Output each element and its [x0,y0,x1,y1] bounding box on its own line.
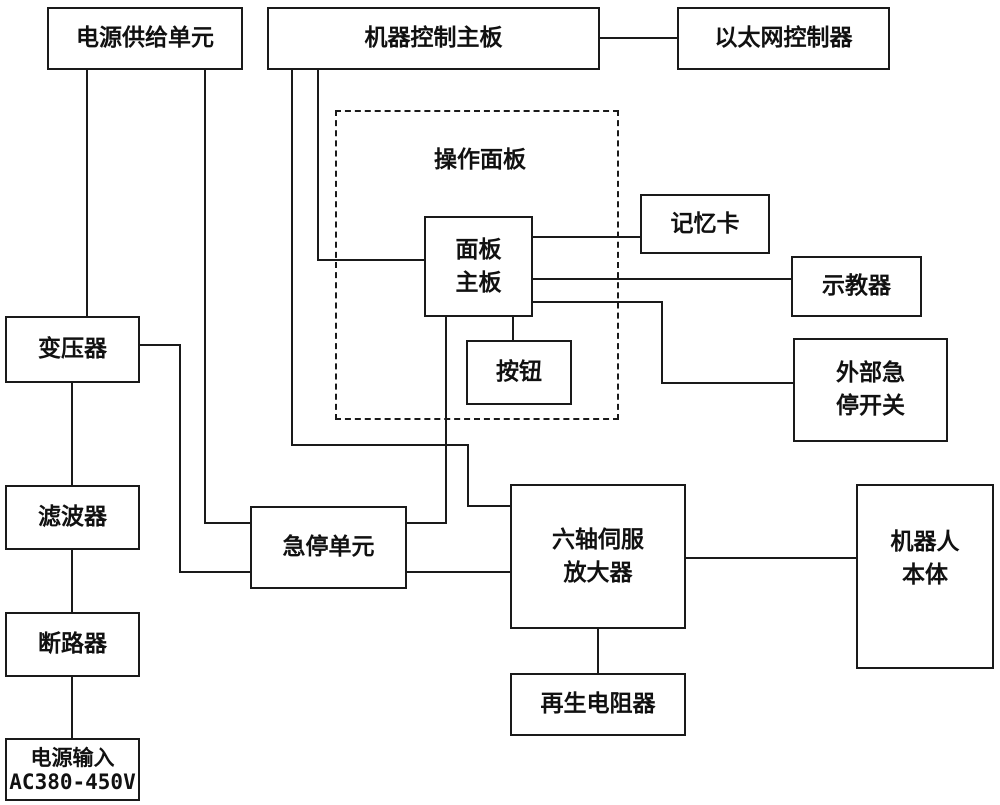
regenerative-resistor-box: 再生电阻器 [510,673,686,736]
estop-unit-box: 急停单元 [250,506,407,589]
operation-panel-label: 操作面板 [395,140,565,180]
panel-main-board-box: 面板 主板 [424,216,533,317]
memory-card-box: 记忆卡 [640,194,770,254]
ethernet-controller-box: 以太网控制器 [677,7,890,70]
external-estop-switch-box: 外部急 停开关 [793,338,948,442]
circuit-breaker-box: 断路器 [5,612,140,677]
transformer-box: 变压器 [5,316,140,383]
teach-pendant-box: 示教器 [791,256,922,317]
button-box: 按钮 [466,340,572,405]
line-psu-estop [205,70,250,523]
line-transformer-estop [140,345,250,572]
power-supply-unit-box: 电源供给单元 [47,7,243,70]
power-input-box: 电源输入 AC380-450V [5,738,140,801]
machine-control-board-box: 机器控制主板 [267,7,600,70]
robot-body-box: 机器人 本体 [856,484,994,669]
six-axis-servo-amplifier-box: 六轴伺服 放大器 [510,484,686,629]
filter-box: 滤波器 [5,485,140,550]
